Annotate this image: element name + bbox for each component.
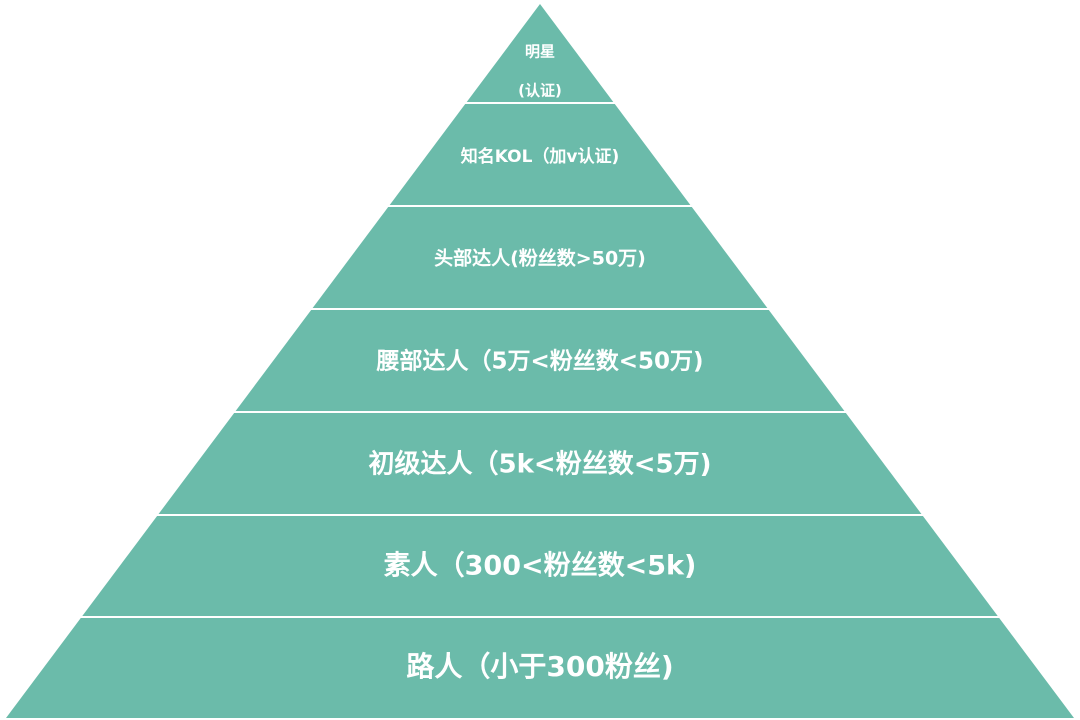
tier-6-amateur: 素人（300<粉丝数<5k)	[384, 551, 697, 582]
tier-5-label: 初级达人（5k<粉丝数<5万)	[369, 449, 712, 480]
tier-1-sublabel: (认证)	[518, 82, 562, 100]
tier-1-label: 明星	[525, 43, 555, 61]
pyramid-shape	[6, 4, 1074, 718]
tier-7-label: 路人（小于300粉丝)	[406, 650, 673, 683]
tier-2-label: 知名KOL（加v认证)	[460, 146, 620, 167]
tier-dividers	[0, 102, 1080, 618]
tier-3-head-influencer: 头部达人(粉丝数>50万)	[434, 247, 646, 270]
tier-1-star: 明星 (认证)	[518, 43, 562, 100]
tier-3-label: 头部达人(粉丝数>50万)	[434, 247, 646, 270]
tier-5-junior-influencer: 初级达人（5k<粉丝数<5万)	[369, 449, 712, 480]
tier-4-mid-influencer: 腰部达人（5万<粉丝数<50万)	[375, 348, 703, 375]
tier-7-passerby: 路人（小于300粉丝)	[406, 650, 673, 683]
tier-2-kol: 知名KOL（加v认证)	[460, 146, 620, 167]
tier-4-label: 腰部达人（5万<粉丝数<50万)	[375, 348, 703, 375]
tier-6-label: 素人（300<粉丝数<5k)	[384, 551, 697, 582]
